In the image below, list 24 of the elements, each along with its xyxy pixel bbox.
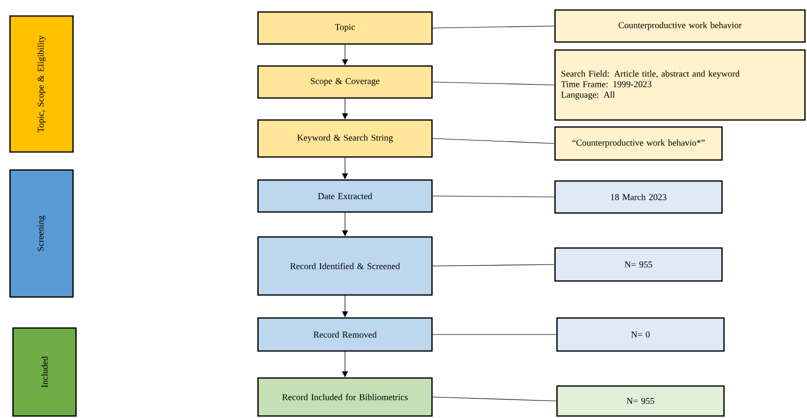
info-box: N= 955 xyxy=(554,247,723,282)
info-box: “Counterproductive work behavio*” xyxy=(554,126,723,161)
process-box: Scope & Coverage xyxy=(257,65,433,99)
process-box: Record Included for Bibliometrics xyxy=(257,377,433,417)
connector-line xyxy=(432,138,555,144)
process-box: Record Removed xyxy=(257,317,433,352)
process-box: Topic xyxy=(257,11,433,45)
info-box: Counterproductive work behavior xyxy=(554,9,806,43)
connector-line xyxy=(432,82,555,86)
connector-line xyxy=(432,334,557,335)
info-box: Search Field: Article title, abstract and keyword Time Frame: 1999-2023 Language: All xyxy=(554,49,806,121)
process-box: Record Identified & Screened xyxy=(257,236,433,296)
info-box: 18 March 2023 xyxy=(554,180,723,214)
info-box: N= 0 xyxy=(556,317,725,352)
connector-line xyxy=(432,196,555,198)
connector-line xyxy=(432,264,555,266)
stage-band: Screening xyxy=(9,169,74,298)
stage-band: Topic, Scope & Eligibility xyxy=(9,15,74,153)
connector-line xyxy=(432,26,555,28)
connector-line xyxy=(432,396,557,402)
stage-band: Included xyxy=(12,327,77,417)
process-box: Date Extracted xyxy=(257,179,433,213)
process-box: Keyword & Search String xyxy=(257,119,433,158)
info-box: N= 955 xyxy=(556,385,725,417)
